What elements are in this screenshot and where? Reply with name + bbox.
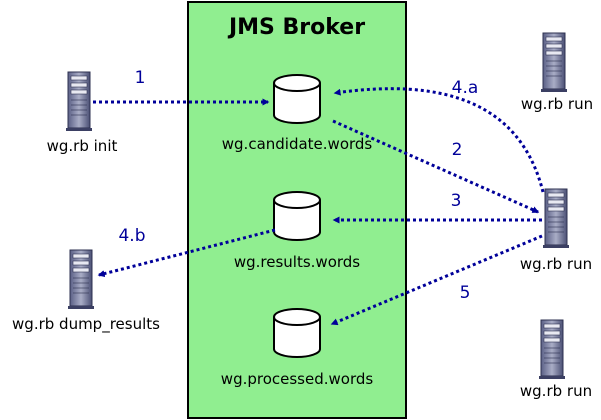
host-run-bottom: wg.rb run xyxy=(520,319,592,400)
step-label-3: 3 xyxy=(451,191,462,211)
server-tower-icon xyxy=(542,188,570,249)
database-cylinder-icon xyxy=(273,191,321,241)
step-label-4b: 4.b xyxy=(118,226,145,246)
database-cylinder-icon xyxy=(273,308,321,358)
step-label-5: 5 xyxy=(460,283,471,303)
arrow-step-4a xyxy=(333,87,545,193)
queue-label: wg.candidate.words xyxy=(222,135,373,153)
host-dump-results: wg.rb dump_results xyxy=(12,249,160,334)
host-run-top: wg.rb run xyxy=(521,32,593,113)
server-tower-icon xyxy=(67,249,95,310)
queue-label: wg.processed.words xyxy=(221,370,374,388)
host-label: wg.rb run xyxy=(520,255,592,273)
host-label: wg.rb dump_results xyxy=(12,315,160,334)
server-tower-icon xyxy=(540,32,568,93)
broker-title: JMS Broker xyxy=(227,15,365,40)
step-label-4a: 4.a xyxy=(452,78,479,98)
server-tower-icon xyxy=(65,71,93,132)
arrow-step-2 xyxy=(332,119,540,214)
host-label: wg.rb run xyxy=(521,95,593,113)
queue-processed-words: wg.processed.words xyxy=(221,308,374,388)
arrow-step-5 xyxy=(330,234,543,326)
host-label: wg.rb init xyxy=(47,137,118,155)
step-label-2: 2 xyxy=(452,140,463,160)
host-label: wg.rb run xyxy=(520,382,592,400)
queue-results-words: wg.results.words xyxy=(234,191,360,271)
database-cylinder-icon xyxy=(273,74,321,124)
queue-label: wg.results.words xyxy=(234,253,360,271)
server-tower-icon xyxy=(538,319,566,380)
arrow-step-4b xyxy=(97,228,276,278)
step-label-1: 1 xyxy=(135,68,146,88)
host-init: wg.rb init xyxy=(47,71,118,155)
queue-candidate-words: wg.candidate.words xyxy=(222,74,373,153)
host-run-middle: wg.rb run xyxy=(520,188,592,273)
